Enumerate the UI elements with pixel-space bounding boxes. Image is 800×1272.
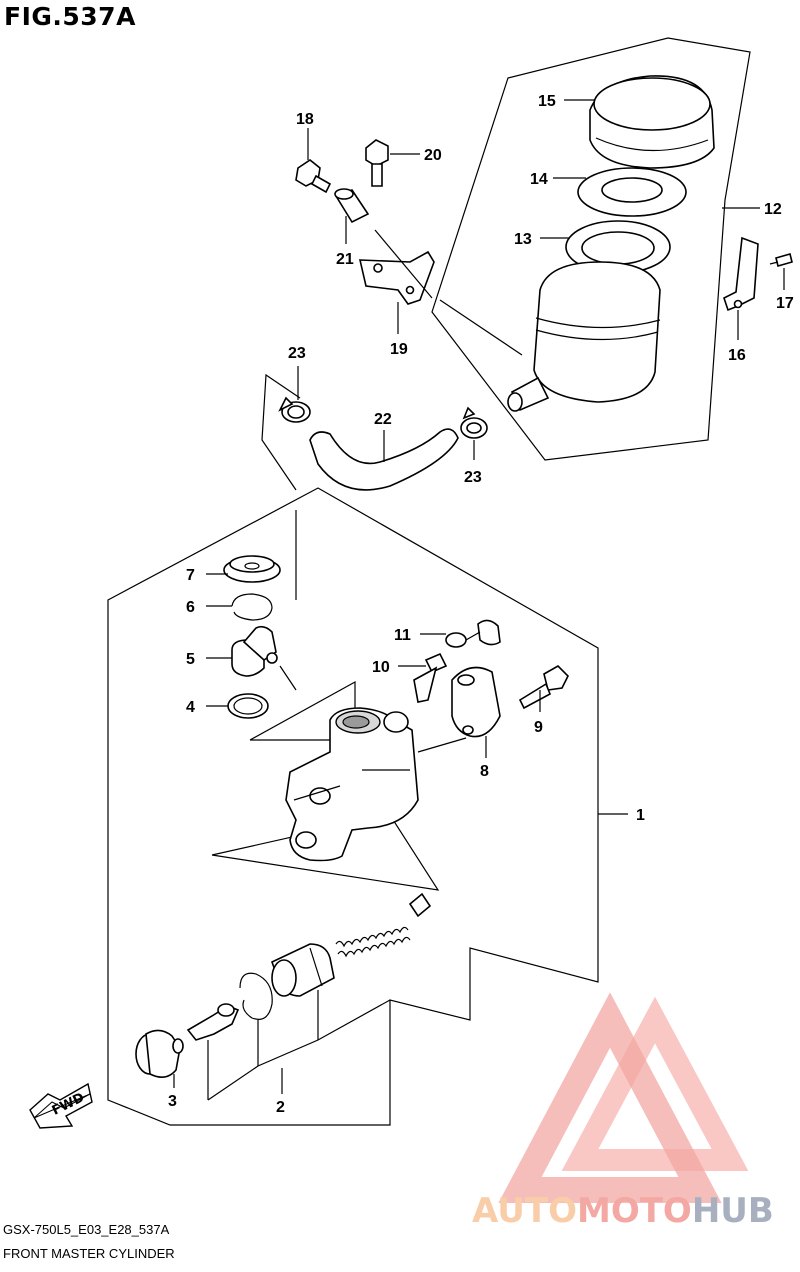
watermark-hub: HUB [692,1191,774,1231]
watermark-auto: AUTO [472,1191,577,1231]
reservoir-bolt[interactable] [365,139,389,187]
reservoir-cap[interactable] [589,75,715,169]
stay-bolt[interactable] [295,159,332,194]
callout-8[interactable]: 8 [480,763,489,780]
circlip-small[interactable] [231,593,273,621]
diaphragm[interactable] [565,220,671,274]
callout-17[interactable]: 17 [776,295,794,312]
leader [439,299,523,356]
piston[interactable] [270,943,335,997]
figure-title: FIG.537A [4,2,136,31]
callout-23-lower[interactable]: 23 [464,469,482,486]
watermark-text: AUTOMOTOHUB [472,1191,774,1231]
callout-13[interactable]: 13 [514,231,532,248]
hose-connector[interactable] [231,625,278,677]
model-code: GSX-750L5_E03_E28_537A [3,1222,170,1237]
reservoir-stay[interactable] [358,250,435,305]
holder-bolt[interactable] [518,665,569,710]
callout-11[interactable]: 11 [394,627,411,644]
leader [417,737,467,753]
watermark-moto: MOTO [577,1191,692,1231]
diaphragm-plate[interactable] [577,167,687,217]
callout-20[interactable]: 20 [424,147,442,164]
reservoir-bracket[interactable] [723,236,759,312]
fwd-arrow-icon: FWD [29,1082,93,1129]
spacer[interactable] [334,188,370,224]
handlebar-holder[interactable] [451,666,501,738]
piston-spring[interactable] [335,892,432,958]
leader [279,665,297,691]
master-cylinder-frame [107,487,599,1126]
circlip-large[interactable] [239,972,273,1020]
reservoir-frame [431,37,751,461]
callout-22[interactable]: 22 [374,411,392,428]
leader [374,229,433,299]
callout-7[interactable]: 7 [186,567,195,584]
callout-18[interactable]: 18 [296,111,314,128]
push-rod[interactable] [186,1003,240,1041]
callout-15[interactable]: 15 [538,93,556,110]
bleeder-cap[interactable] [445,619,501,648]
callout-10[interactable]: 10 [372,659,390,676]
callout-6[interactable]: 6 [186,599,195,616]
o-ring[interactable] [227,693,269,719]
reservoir-body[interactable] [507,261,661,412]
callout-2[interactable]: 2 [276,1099,285,1116]
callout-23-upper[interactable]: 23 [288,345,306,362]
callout-16[interactable]: 16 [728,347,746,364]
watermark-logo: AUTOMOTOHUB [472,992,774,1231]
master-cylinder-body[interactable] [285,707,419,862]
callout-14[interactable]: 14 [530,171,548,188]
bracket-screw[interactable] [769,253,793,267]
reservoir-hose[interactable] [309,428,459,491]
hose-frame [261,373,301,491]
callout-21[interactable]: 21 [336,251,354,268]
hose-clamp-lower[interactable] [460,406,488,439]
callout-1[interactable]: 1 [636,807,645,824]
bleeder-screw[interactable] [413,652,448,703]
callout-12[interactable]: 12 [764,201,782,218]
hose-clamp-upper[interactable] [278,396,311,423]
callout-5[interactable]: 5 [186,651,195,668]
callout-4[interactable]: 4 [186,699,195,716]
cup-plate[interactable] [223,555,281,583]
section-name: FRONT MASTER CYLINDER [3,1246,175,1261]
boot[interactable] [135,1029,184,1078]
callout-9[interactable]: 9 [534,719,543,736]
callout-19[interactable]: 19 [390,341,408,358]
leader [207,999,391,1101]
callout-3[interactable]: 3 [168,1093,177,1110]
